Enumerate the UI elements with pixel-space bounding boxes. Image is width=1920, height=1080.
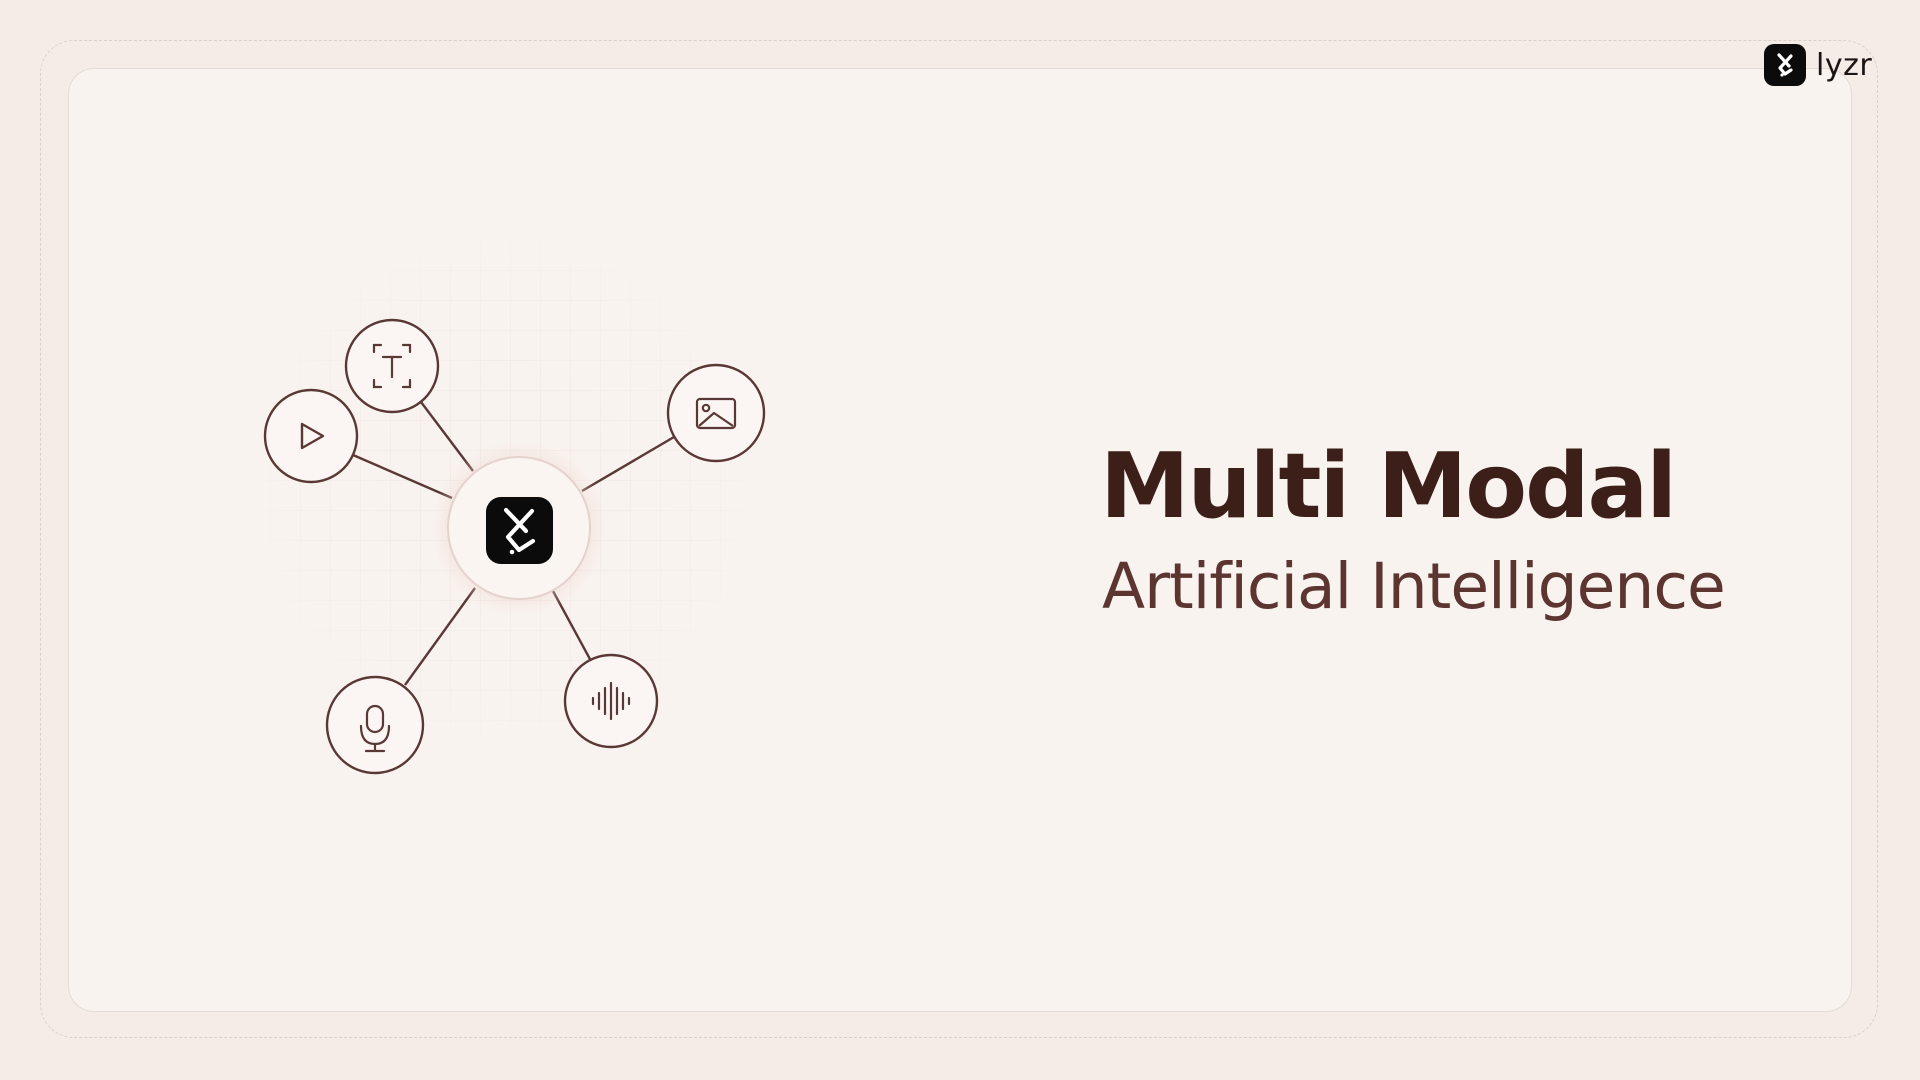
page-subtitle: Artificial Intelligence <box>1102 550 1726 623</box>
page-title: Multi Modal <box>1100 434 1677 539</box>
brand-name: lyzr <box>1816 47 1873 83</box>
text-node <box>344 318 440 414</box>
lyzr-logo-icon <box>1764 44 1806 86</box>
video-node <box>263 388 359 484</box>
microphone-node <box>325 675 425 775</box>
audio-waveform-icon <box>591 681 631 721</box>
brand[interactable]: lyzr <box>1764 44 1872 86</box>
hub-node <box>431 440 607 616</box>
text-scan-icon <box>372 343 412 389</box>
connectors <box>352 401 675 686</box>
image-node <box>666 363 766 463</box>
lyzr-logo-icon <box>486 497 553 564</box>
microphone-icon <box>359 704 391 753</box>
play-icon <box>300 422 325 450</box>
audio-node <box>563 653 659 749</box>
connector-video <box>352 453 453 500</box>
connector-image <box>581 435 675 493</box>
image-icon <box>695 397 737 430</box>
outer-frame <box>40 40 1878 1038</box>
connector-mic <box>404 587 476 686</box>
